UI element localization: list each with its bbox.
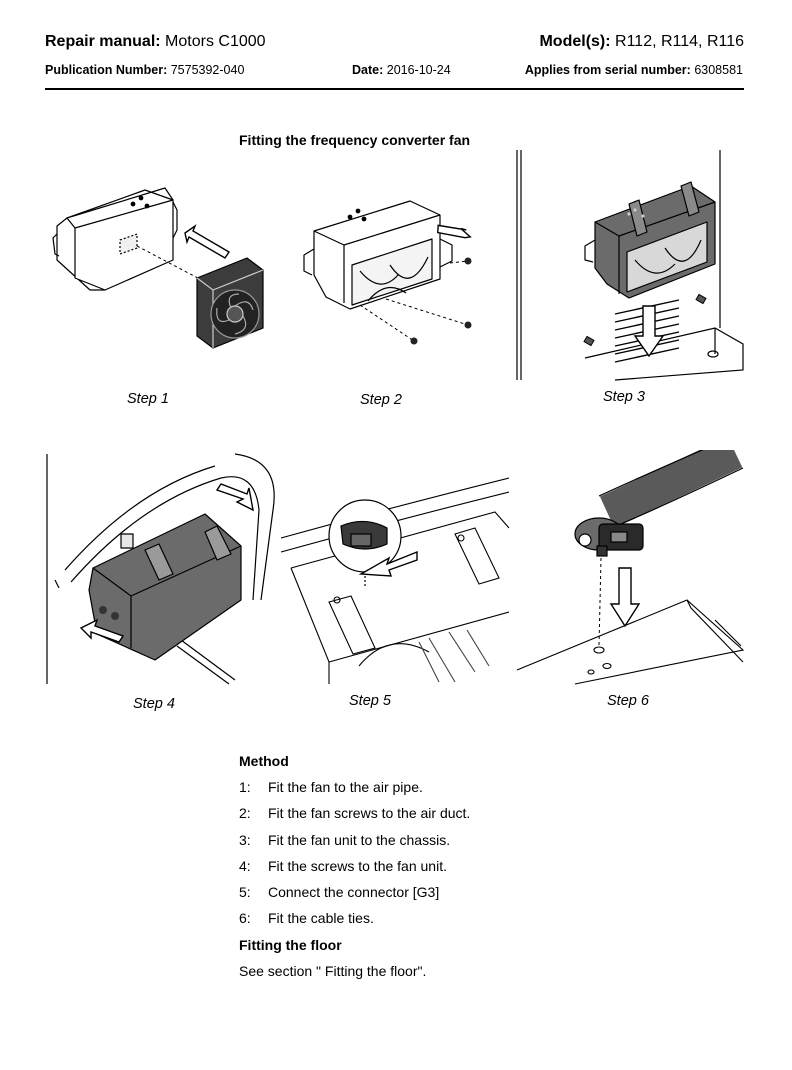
method-step-number: 2: [239, 805, 251, 821]
repair-manual-title: Repair manual: Motors C1000 [45, 33, 266, 51]
method-step-number: 5: [239, 884, 251, 900]
step-1-illustration [52, 187, 264, 349]
publication-number: Publication Number: 7575392-040 [45, 63, 244, 77]
step-6-label: Step 6 [607, 693, 649, 709]
method-step-text: Fit the fan to the air pipe. [268, 779, 423, 795]
publication-date: Date: 2016-10-24 [352, 63, 451, 77]
method-step-1: 1: Fit the fan to the air pipe. [239, 779, 423, 795]
step-2-illustration [303, 200, 472, 345]
step-5-illustration [280, 477, 510, 684]
step-4-label: Step 4 [133, 696, 175, 712]
step-3-illustration [516, 150, 744, 381]
method-step-text: Fit the fan unit to the chassis. [268, 832, 451, 848]
models-heading: Model(s): R112, R114, R116 [539, 33, 744, 51]
header-divider [45, 88, 744, 90]
method-step-5: 5: Connect the connector [G3] [239, 884, 439, 900]
method-step-text: Fit the fan screws to the air duct. [268, 805, 471, 821]
date-label: Date: [352, 63, 384, 77]
method-step-6: 6: Fit the cable ties. [239, 910, 374, 926]
method-step-number: 4: [239, 858, 251, 874]
models-label: Model(s): [539, 33, 611, 50]
repair-manual-label: Repair manual: [45, 33, 161, 50]
method-step-number: 1: [239, 779, 251, 795]
step-4-illustration [46, 453, 275, 685]
publication-label: Publication Number: [45, 63, 168, 77]
step-3-label: Step 3 [603, 389, 645, 405]
step-2-label: Step 2 [360, 392, 402, 408]
method-step-2: 2: Fit the fan screws to the air duct. [239, 805, 470, 821]
repair-manual-value: Motors C1000 [165, 33, 266, 50]
method-step-3: 3: Fit the fan unit to the chassis. [239, 832, 450, 848]
step-5-label: Step 5 [349, 693, 391, 709]
serial-label: Applies from serial number: [524, 63, 691, 77]
method-step-text: Fit the cable ties. [268, 910, 374, 926]
serial-applicability: Applies from serial number: 6308581 [525, 63, 743, 77]
floor-heading: Fitting the floor [239, 937, 342, 953]
method-heading: Method [239, 753, 289, 769]
method-step-text: Connect the connector [G3] [268, 884, 440, 900]
date-value: 2016-10-24 [386, 63, 451, 77]
serial-value: 6308581 [694, 63, 743, 77]
publication-value: 7575392-040 [170, 63, 245, 77]
step-1-label: Step 1 [127, 391, 169, 407]
step-6-illustration [516, 450, 745, 685]
method-step-number: 6: [239, 910, 251, 926]
models-value: R112, R114, R116 [615, 33, 744, 50]
method-step-text: Fit the screws to the fan unit. [268, 858, 447, 874]
method-step-number: 3: [239, 832, 251, 848]
floor-reference: See section " Fitting the floor". [239, 963, 427, 979]
method-step-4: 4: Fit the screws to the fan unit. [239, 858, 447, 874]
section-title: Fitting the frequency converter fan [239, 132, 471, 148]
